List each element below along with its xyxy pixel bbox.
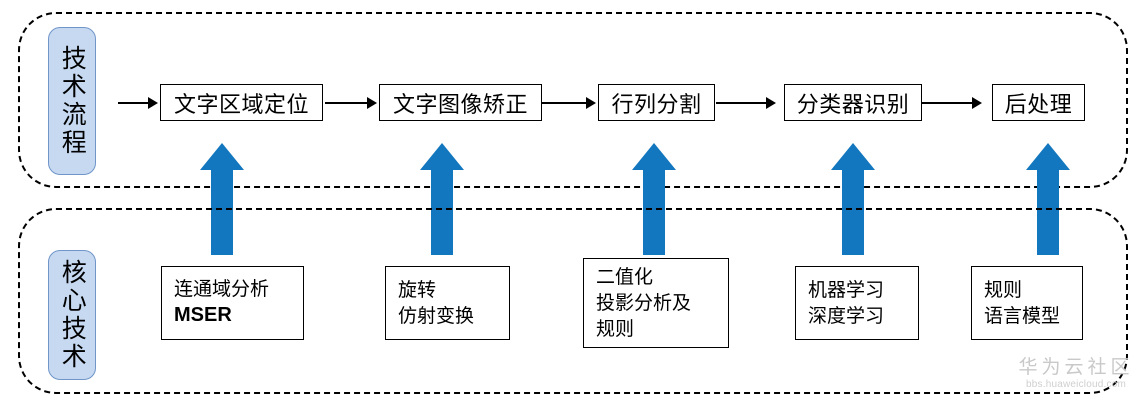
- connector-arrowhead-icon: [367, 97, 377, 109]
- process-box-0[interactable]: 文字区域定位: [160, 84, 323, 121]
- process-box-label: 后处理: [1004, 92, 1073, 118]
- process-box-2[interactable]: 行列分割: [598, 84, 715, 121]
- process-box-3[interactable]: 分类器识别: [784, 84, 922, 121]
- tech-box-line: 规则: [984, 278, 1023, 301]
- side-label-core-technology: 核心技术: [48, 250, 96, 380]
- up-arrow-blue-4: [1026, 143, 1070, 255]
- connector-arrow-3: [716, 96, 776, 110]
- process-box-label: 文字图像矫正: [392, 92, 528, 118]
- connector-arrow-0: [118, 96, 158, 110]
- tech-box-line: 仿射变换: [398, 305, 475, 327]
- side-label-technology-flow-text: 技术流程: [58, 45, 88, 157]
- tech-box-3[interactable]: 机器学习 深度学习: [795, 266, 919, 340]
- side-label-technology-flow: 技术流程: [48, 27, 96, 175]
- connector-line: [118, 102, 150, 104]
- tech-box-4[interactable]: 规则 语言模型: [971, 266, 1083, 340]
- connector-line: [325, 102, 369, 104]
- tech-box-line: 连通域分析: [174, 278, 270, 301]
- up-arrow-blue-2: [632, 143, 676, 255]
- tech-box-line: 深度学习: [808, 305, 885, 327]
- up-arrow-blue-0: [200, 143, 244, 255]
- process-box-label: 分类器识别: [796, 92, 910, 118]
- tech-box-1[interactable]: 旋转 仿射变换: [385, 266, 510, 340]
- side-label-core-technology-text: 核心技术: [58, 259, 88, 371]
- tech-box-2[interactable]: 二值化 投影分析及 规则: [583, 258, 729, 348]
- connector-arrowhead-icon: [148, 97, 158, 109]
- up-arrow-blue-3: [831, 143, 875, 255]
- tech-box-line: 规则: [596, 318, 635, 341]
- tech-box-line: 二值化: [596, 265, 654, 288]
- connector-arrow-1: [325, 96, 377, 110]
- connector-line: [716, 102, 768, 104]
- tech-box-line: 投影分析及: [596, 291, 692, 314]
- process-box-4[interactable]: 后处理: [992, 84, 1085, 121]
- zone-core-technology: [18, 208, 1128, 394]
- connector-arrowhead-icon: [766, 97, 776, 109]
- connector-line: [922, 102, 974, 104]
- tech-box-line: MSER: [174, 304, 232, 327]
- tech-box-line: 机器学习: [808, 278, 885, 301]
- process-box-label: 文字区域定位: [173, 92, 309, 118]
- connector-arrow-4: [922, 96, 982, 110]
- process-box-label: 行列分割: [611, 92, 702, 118]
- connector-arrow-2: [542, 96, 596, 110]
- tech-box-0[interactable]: 连通域分析 MSER: [161, 266, 304, 340]
- connector-line: [542, 102, 588, 104]
- up-arrow-blue-1: [420, 143, 464, 255]
- tech-box-line: 语言模型: [984, 305, 1061, 327]
- connector-arrowhead-icon: [586, 97, 596, 109]
- connector-arrowhead-icon: [972, 97, 982, 109]
- tech-box-line: 旋转: [398, 278, 437, 301]
- process-box-1[interactable]: 文字图像矫正: [379, 84, 542, 121]
- zone-technology-flow: [18, 12, 1128, 188]
